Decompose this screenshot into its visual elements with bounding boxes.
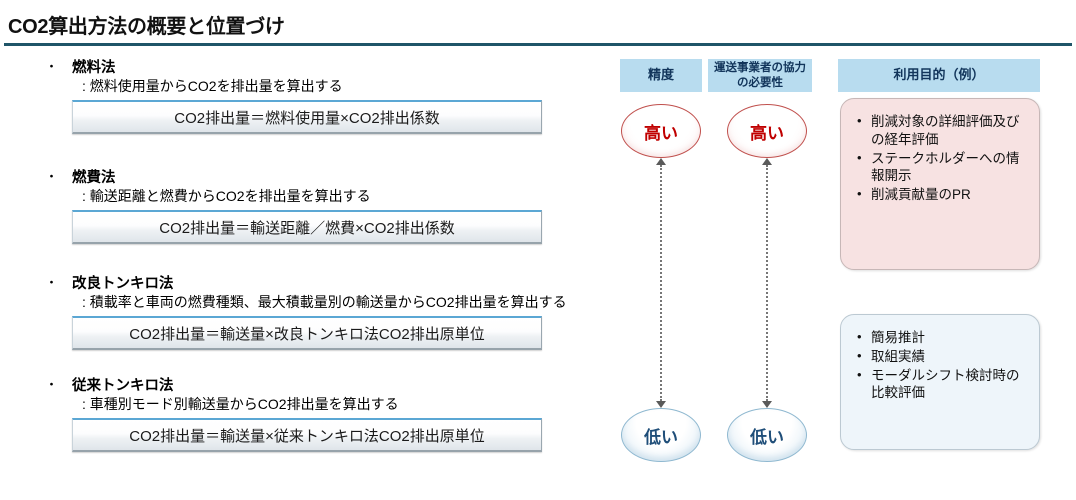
list-item: 削減貢献量のPR bbox=[855, 185, 1029, 204]
list-item: 簡易推計 bbox=[855, 328, 1029, 347]
cooperation-scale-arrow bbox=[760, 158, 774, 408]
method-name: 燃費法 bbox=[72, 170, 116, 186]
list-item: モーダルシフト検討時の比較評価 bbox=[855, 366, 1029, 403]
method-description: : 燃料使用量からCO2を排出量を算出する bbox=[82, 78, 343, 94]
column-header-accuracy: 精度 bbox=[620, 59, 702, 92]
arrow-line bbox=[766, 165, 768, 401]
formula-text: CO2排出量＝燃料使用量×CO2排出係数 bbox=[174, 109, 440, 127]
bullet-icon: ・ bbox=[45, 275, 59, 290]
formula-box: CO2排出量＝輸送量×改良トンキロ法CO2排出原単位 bbox=[72, 316, 542, 350]
column-header-purpose: 利用目的（例） bbox=[838, 59, 1040, 92]
cooperation-high-ellipse: 高い bbox=[727, 104, 807, 158]
bullet-icon: ・ bbox=[45, 59, 59, 74]
formula-box: CO2排出量＝輸送量×従来トンキロ法CO2排出原単位 bbox=[72, 418, 542, 452]
accuracy-scale-arrow bbox=[654, 158, 668, 408]
arrow-line bbox=[660, 165, 662, 401]
method-description: : 積載率と車両の燃費種類、最大積載量別の輸送量からCO2排出量を算出する bbox=[82, 294, 567, 310]
accuracy-high-ellipse: 高い bbox=[621, 104, 701, 158]
formula-text: CO2排出量＝輸送量×改良トンキロ法CO2排出原単位 bbox=[129, 325, 485, 343]
method-name: 従来トンキロ法 bbox=[72, 378, 174, 394]
bullet-icon: ・ bbox=[45, 169, 59, 184]
method-description: : 輸送距離と燃費からCO2を排出量を算出する bbox=[82, 188, 371, 204]
arrow-head-up-icon bbox=[762, 158, 772, 165]
column-header-cooperation: 運送事業者の協力 の必要性 bbox=[708, 59, 812, 92]
cooperation-line-1: 運送事業者の協力 bbox=[714, 62, 806, 75]
method-description: : 車種別モード別輸送量からCO2排出量を算出する bbox=[82, 396, 399, 412]
formula-text: CO2排出量＝輸送距離／燃費×CO2排出係数 bbox=[159, 219, 455, 237]
accuracy-low-ellipse: 低い bbox=[621, 408, 701, 462]
column-header-cooperation-text: 運送事業者の協力 の必要性 bbox=[714, 61, 806, 90]
title-divider bbox=[4, 43, 1072, 46]
arrow-head-up-icon bbox=[656, 158, 666, 165]
cooperation-line-2: の必要性 bbox=[737, 76, 783, 89]
page-title: CO2算出方法の概要と位置づけ bbox=[8, 16, 285, 38]
purpose-box-detailed: 削減対象の詳細評価及びの経年評価 ステークホルダーへの情報開示 削減貢献量のPR bbox=[840, 98, 1040, 270]
arrow-head-down-icon bbox=[762, 401, 772, 408]
formula-box: CO2排出量＝輸送距離／燃費×CO2排出係数 bbox=[72, 210, 542, 244]
formula-text: CO2排出量＝輸送量×従来トンキロ法CO2排出原単位 bbox=[129, 427, 485, 445]
method-name: 改良トンキロ法 bbox=[72, 276, 174, 292]
list-item: ステークホルダーへの情報開示 bbox=[855, 149, 1029, 186]
cooperation-low-ellipse: 低い bbox=[727, 408, 807, 462]
formula-box: CO2排出量＝燃料使用量×CO2排出係数 bbox=[72, 100, 542, 134]
list-item: 取組実績 bbox=[855, 347, 1029, 366]
list-item: 削減対象の詳細評価及びの経年評価 bbox=[855, 112, 1029, 149]
purpose-box-simple: 簡易推計 取組実績 モーダルシフト検討時の比較評価 bbox=[840, 314, 1040, 450]
bullet-icon: ・ bbox=[45, 377, 59, 392]
purpose-list-simple: 簡易推計 取組実績 モーダルシフト検討時の比較評価 bbox=[855, 328, 1029, 403]
arrow-head-down-icon bbox=[656, 401, 666, 408]
purpose-list-detailed: 削減対象の詳細評価及びの経年評価 ステークホルダーへの情報開示 削減貢献量のPR bbox=[855, 112, 1029, 204]
method-name: 燃料法 bbox=[72, 60, 116, 76]
